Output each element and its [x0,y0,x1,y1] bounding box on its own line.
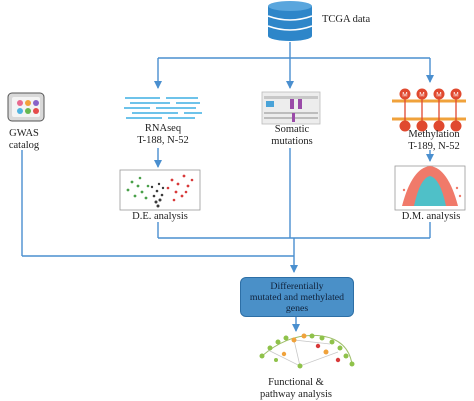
methyl-marker-label: M [453,92,458,99]
gwas-catalog-label: GWAS catalog [2,128,46,152]
result-box-line3: genes [285,302,309,314]
database-icon [267,1,313,41]
methyl-marker-label: M [419,92,424,99]
methylation-label: Methylation T-189, N-52 [398,129,470,153]
somatic-label-line1: Somatic [274,124,310,135]
methyl-marker-label: M [436,92,441,99]
dm-volcano-plot-icon [394,165,466,211]
methyl-marker-label: M [402,92,407,99]
functional-analysis-label: Functional & pathway analysis [254,377,338,401]
somatic-mutations-icon [261,91,321,125]
methylation-label-line2: T-189, N-52 [408,141,460,152]
functional-label-line1: Functional & [268,377,324,388]
rnaseq-reads-icon [124,97,202,119]
differential-genes-box: Differentially mutated and methylated ge… [240,277,354,317]
functional-label-line2: pathway analysis [259,389,333,400]
result-box-line2: mutated and methylated [249,291,345,303]
gwas-label-line1: GWAS [9,128,39,139]
rnaseq-label: RNAseq T-188, N-52 [128,123,198,147]
gwas-catalog-icon [7,92,45,122]
rnaseq-label-line1: RNAseq [144,123,182,134]
rnaseq-label-line2: T-188, N-52 [137,135,189,146]
de-analysis-label: D.E. analysis [132,211,188,222]
methylation-label-line1: Methylation [408,129,460,140]
somatic-label-line2: mutations [271,136,313,147]
gwas-label-line2: catalog [8,140,40,151]
tcga-data-label: TCGA data [322,14,371,25]
de-volcano-plot-icon [119,169,201,211]
functional-network-icon [259,333,355,369]
somatic-mutations-label: Somatic mutations [262,124,322,148]
methylation-icon: M M M M [392,88,466,132]
dm-analysis-label: D.M. analysis [401,211,461,222]
result-box-line1: Differentially [270,280,324,292]
connector-lines [21,42,434,332]
